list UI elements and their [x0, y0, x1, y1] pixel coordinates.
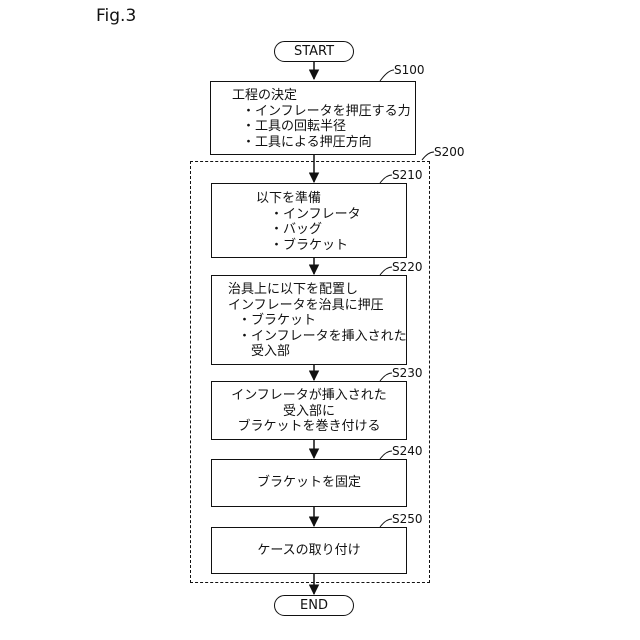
start-terminal: START	[274, 41, 354, 62]
step-s250-line-1: ケースの取り付け	[257, 543, 360, 559]
step-s100-line-1: 工程の決定	[232, 88, 415, 104]
end-terminal: END	[274, 595, 354, 616]
leader-s200	[422, 152, 434, 160]
step-s210-id: S210	[392, 168, 423, 182]
step-s100-box: 工程の決定 ・インフレータを押圧する力 ・工具の回転半径 ・工具による押圧方向	[210, 81, 416, 155]
step-s220-id: S220	[392, 260, 423, 274]
step-s220-line-4: ・インフレータを挿入された	[228, 329, 406, 345]
step-s220-line-3: ・ブラケット	[228, 313, 406, 329]
step-s230-line-1: インフレータが挿入された	[212, 388, 406, 404]
step-s210-line-3: ・バッグ	[256, 222, 406, 238]
step-s100-line-4: ・工具による押圧方向	[232, 135, 415, 151]
step-s220-line-5: 受入部	[228, 344, 406, 360]
leader-s100	[380, 70, 394, 81]
step-s210-line-1: 以下を準備	[256, 191, 406, 207]
step-s230-box: インフレータが挿入された 受入部に ブラケットを巻き付ける	[211, 381, 407, 440]
step-s100-line-3: ・工具の回転半径	[232, 119, 415, 135]
step-s210-line-2: ・インフレータ	[256, 207, 406, 223]
step-s220-line-2: インフレータを治具に押圧	[228, 298, 406, 314]
step-s210-box: 以下を準備 ・インフレータ ・バッグ ・ブラケット	[211, 183, 407, 258]
step-s210-line-4: ・ブラケット	[256, 238, 406, 254]
step-s250-id: S250	[392, 512, 423, 526]
step-s240-line-1: ブラケットを固定	[257, 475, 361, 491]
step-s220-box: 治具上に以下を配置し インフレータを治具に押圧 ・ブラケット ・インフレータを挿…	[211, 275, 407, 365]
step-s100-id: S100	[394, 63, 425, 77]
step-s230-id: S230	[392, 366, 423, 380]
step-s200-id: S200	[434, 145, 465, 159]
step-s240-box: ブラケットを固定	[211, 459, 407, 507]
step-s230-line-2: 受入部に	[212, 404, 406, 420]
step-s240-id: S240	[392, 444, 423, 458]
step-s220-line-1: 治具上に以下を配置し	[228, 282, 406, 298]
step-s100-line-2: ・インフレータを押圧する力	[232, 104, 415, 120]
step-s250-box: ケースの取り付け	[211, 527, 407, 574]
step-s230-line-3: ブラケットを巻き付ける	[212, 419, 406, 435]
